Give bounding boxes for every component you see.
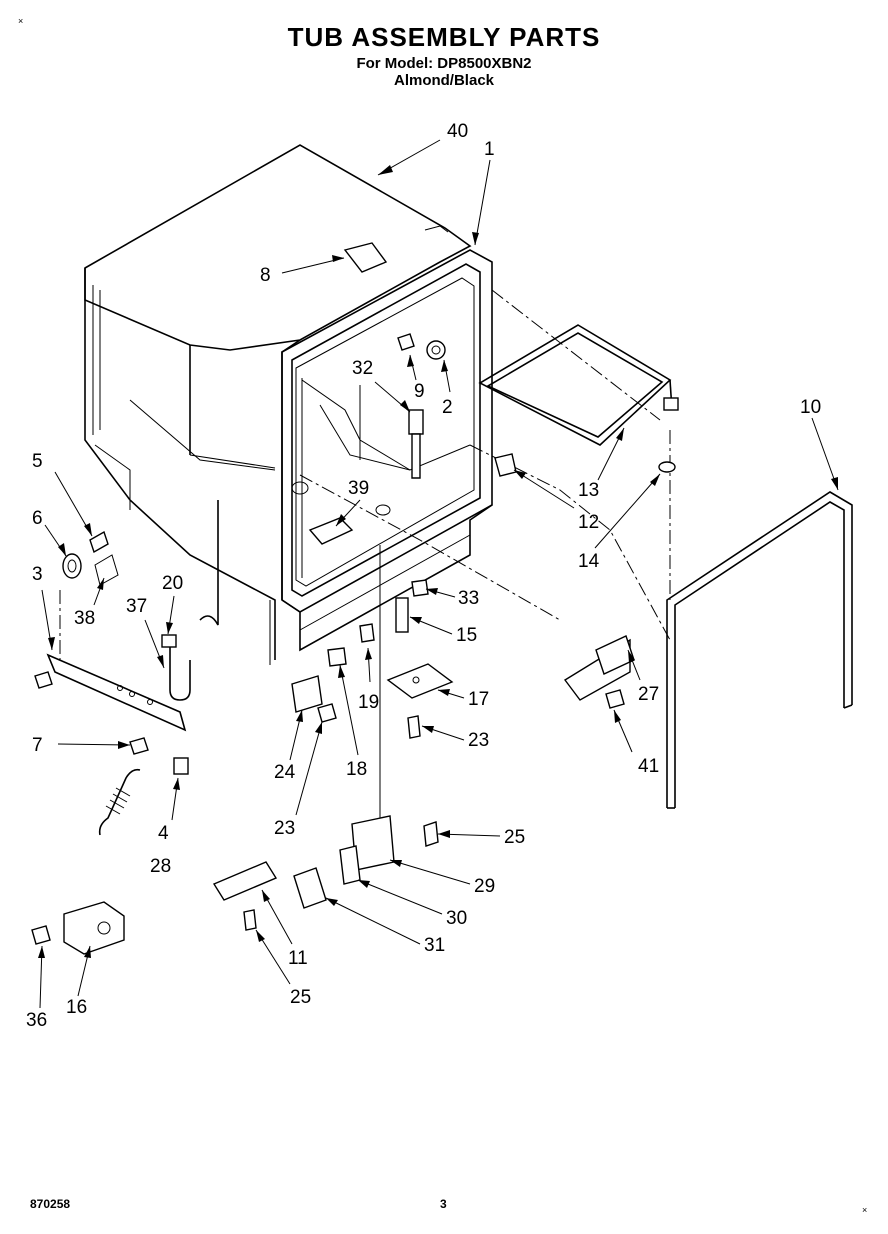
- heating-element: [666, 491, 853, 809]
- callout-14: 14: [578, 551, 600, 572]
- callout-16: 16: [66, 997, 87, 1018]
- lower-spray-rack: [478, 324, 679, 446]
- callout-29: 29: [474, 876, 495, 897]
- callout-11: 11: [288, 948, 308, 969]
- callout-9: 9: [414, 381, 425, 402]
- callout-41: 41: [638, 756, 659, 777]
- color-line: Almond/Black: [393, 72, 495, 89]
- page-number: 3: [440, 1197, 447, 1211]
- callout-28: 28: [150, 856, 171, 877]
- callout-36: 36: [26, 1010, 47, 1031]
- callout-10: 10: [800, 397, 821, 418]
- callout-8: 8: [260, 265, 271, 286]
- callout-25-upper: 25: [504, 827, 525, 848]
- callout-38: 38: [74, 608, 95, 629]
- callout-20: 20: [162, 573, 183, 594]
- callout-33: 33: [458, 588, 479, 609]
- callout-30: 30: [446, 908, 467, 929]
- callout-15: 15: [456, 625, 477, 646]
- assembly-lines: [59, 289, 671, 825]
- callout-5: 5: [32, 451, 43, 472]
- tub-body: [84, 144, 472, 660]
- callout-17: 17: [468, 689, 489, 710]
- callout-labels: 40 1 8 32 9 2 10 13 12 14 5 6 39 3 20 37…: [26, 121, 821, 1031]
- callout-31: 31: [424, 935, 445, 956]
- callout-2: 2: [442, 397, 453, 418]
- leader-lines: [38, 139, 839, 1009]
- callout-23-upper: 23: [468, 730, 489, 751]
- callout-12: 12: [578, 512, 599, 533]
- small-parts: [31, 242, 676, 955]
- callout-32: 32: [352, 358, 373, 379]
- callout-7: 7: [32, 735, 43, 756]
- callout-4: 4: [158, 823, 169, 844]
- callout-25-lower: 25: [290, 987, 311, 1008]
- callout-1: 1: [484, 139, 495, 160]
- doc-number: 870258: [30, 1197, 71, 1211]
- callout-18: 18: [346, 759, 367, 780]
- callout-23-lower: 23: [274, 818, 295, 839]
- callout-19: 19: [358, 692, 379, 713]
- callout-39: 39: [348, 478, 369, 499]
- callout-3: 3: [32, 564, 43, 585]
- model-line: For Model: DP8500XBN2: [356, 55, 532, 72]
- callout-13: 13: [578, 480, 599, 501]
- page-title: TUB ASSEMBLY PARTS: [287, 22, 601, 52]
- tub-front-frame: [281, 249, 493, 613]
- callout-37: 37: [126, 596, 147, 617]
- callout-6: 6: [32, 508, 43, 529]
- corner-mark-top-left: ×: [18, 16, 24, 26]
- callout-24: 24: [274, 762, 296, 783]
- corner-mark-bottom-right: ×: [862, 1205, 868, 1215]
- callout-40: 40: [447, 121, 468, 142]
- base-channel: [269, 504, 493, 665]
- callout-27: 27: [638, 684, 659, 705]
